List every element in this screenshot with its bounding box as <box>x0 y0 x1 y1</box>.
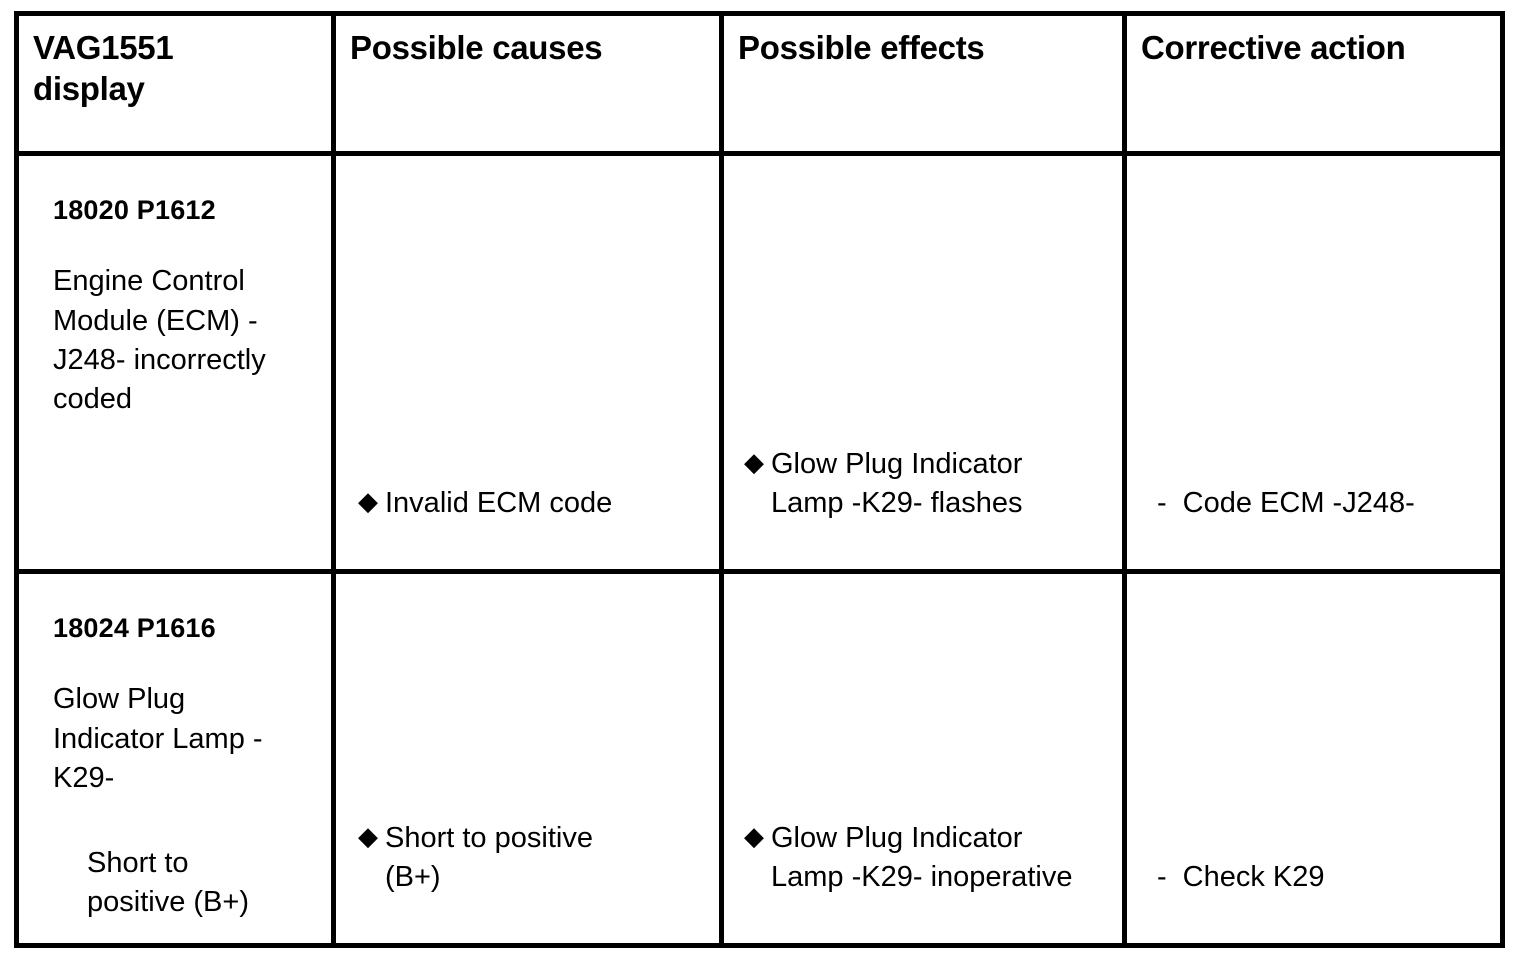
column-header-possible-causes: Possible causes <box>331 11 724 156</box>
diamond-bullet-icon: ◆ <box>358 821 378 852</box>
cell-corrective-action: - Code ECM -J248- <box>1122 151 1505 574</box>
column-header-corrective-action: Corrective action <box>1122 11 1505 156</box>
cell-vag1551-display: 18020 P1612 Engine Control Module (ECM) … <box>14 151 336 574</box>
column-header-label: VAG1551 display <box>33 29 174 108</box>
actions-list: - Code ECM -J248- <box>1151 484 1492 523</box>
fault-code-sub-description: Short to positive (B+) <box>87 846 249 918</box>
diamond-bullet-icon: ◆ <box>744 447 764 478</box>
list-item: ◆ Glow Plug Indicator Lamp -K29- flashes <box>744 445 1114 523</box>
actions-list: - Check K29 <box>1151 858 1492 897</box>
cell-possible-causes: ◆ Short to positive (B+) <box>331 569 724 948</box>
fault-code-description: Engine Control Module (ECM) - J248- inco… <box>53 265 266 415</box>
list-item-label: Short to positive (B+) <box>385 822 593 894</box>
fault-code-description: Glow Plug Indicator Lamp - K29- <box>53 683 263 794</box>
causes-list: ◆ Invalid ECM code <box>358 484 711 523</box>
list-item-label: Check K29 <box>1182 861 1325 894</box>
cell-corrective-action: - Check K29 <box>1122 569 1505 948</box>
column-header-label: Corrective action <box>1141 29 1406 66</box>
cell-possible-effects: ◆ Glow Plug Indicator Lamp -K29- inopera… <box>719 569 1127 948</box>
list-item: ◆ Short to positive (B+) <box>358 819 711 897</box>
column-header-label: Possible causes <box>350 29 603 66</box>
list-item: ◆ Invalid ECM code <box>358 484 711 523</box>
cell-vag1551-display: 18024 P1616 Glow Plug Indicator Lamp - K… <box>14 569 336 948</box>
list-item: - Check K29 <box>1151 858 1492 897</box>
fault-code-id: 18024 P1616 <box>53 613 216 643</box>
diamond-bullet-icon: ◆ <box>744 821 764 852</box>
dash-bullet-icon: - <box>1157 861 1167 894</box>
list-item-label: Glow Plug Indicator Lamp -K29- flashes <box>771 448 1023 520</box>
effects-list: ◆ Glow Plug Indicator Lamp -K29- flashes <box>744 445 1114 523</box>
list-item: ◆ Glow Plug Indicator Lamp -K29- inopera… <box>744 819 1114 897</box>
fault-code-id: 18020 P1612 <box>53 195 216 225</box>
cell-possible-effects: ◆ Glow Plug Indicator Lamp -K29- flashes <box>719 151 1127 574</box>
column-header-label: Possible effects <box>738 29 985 66</box>
diamond-bullet-icon: ◆ <box>358 486 378 517</box>
table-row: 18024 P1616 Glow Plug Indicator Lamp - K… <box>14 569 1505 948</box>
cell-possible-causes: ◆ Invalid ECM code <box>331 151 724 574</box>
table-row: 18020 P1612 Engine Control Module (ECM) … <box>14 151 1505 574</box>
effects-list: ◆ Glow Plug Indicator Lamp -K29- inopera… <box>744 819 1114 897</box>
list-item: - Code ECM -J248- <box>1151 484 1492 523</box>
causes-list: ◆ Short to positive (B+) <box>358 819 711 897</box>
dash-bullet-icon: - <box>1157 487 1167 520</box>
fault-code-table: VAG1551 display Possible causes Possible… <box>14 11 1505 948</box>
column-header-possible-effects: Possible effects <box>719 11 1127 156</box>
table-header-row: VAG1551 display Possible causes Possible… <box>14 11 1505 156</box>
list-item-label: Code ECM -J248- <box>1182 487 1415 520</box>
list-item-label: Invalid ECM code <box>385 487 613 520</box>
column-header-vag1551-display: VAG1551 display <box>14 11 336 156</box>
list-item-label: Glow Plug Indicator Lamp -K29- inoperati… <box>771 822 1073 894</box>
